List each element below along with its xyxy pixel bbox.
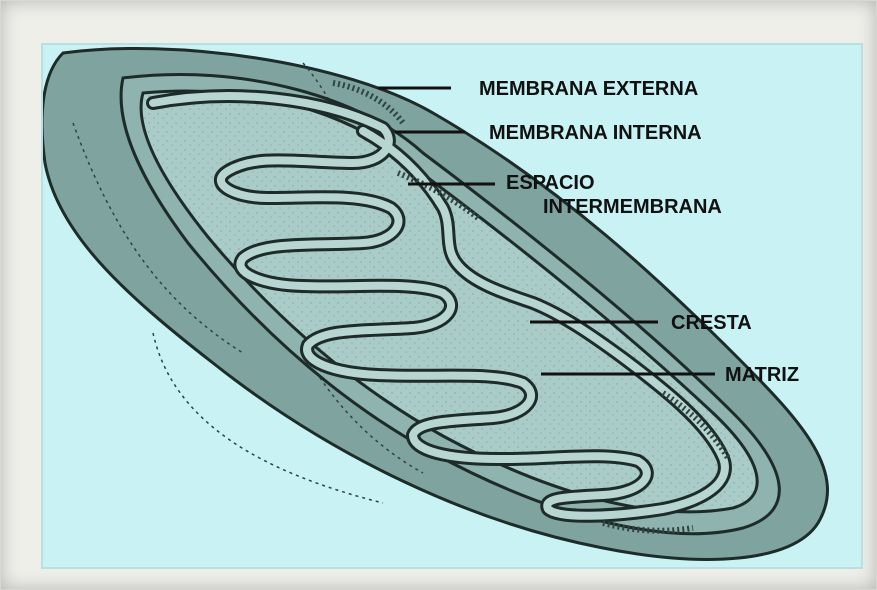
label-intermembrane-line1: ESPACIO	[506, 172, 595, 194]
mitochondrion-diagram: MEMBRANA EXTERNA MEMBRANA INTERNA ESPACI…	[43, 45, 861, 567]
label-crista: CRESTA	[671, 312, 752, 334]
label-intermembrane-line2: INTERMEMBRANA	[543, 196, 722, 218]
label-outer-membrane: MEMBRANA EXTERNA	[479, 78, 698, 100]
label-inner-membrane: MEMBRANA INTERNA	[489, 122, 702, 144]
label-matrix: MATRIZ	[725, 364, 799, 386]
diagram-panel: MEMBRANA EXTERNA MEMBRANA INTERNA ESPACI…	[41, 43, 863, 569]
